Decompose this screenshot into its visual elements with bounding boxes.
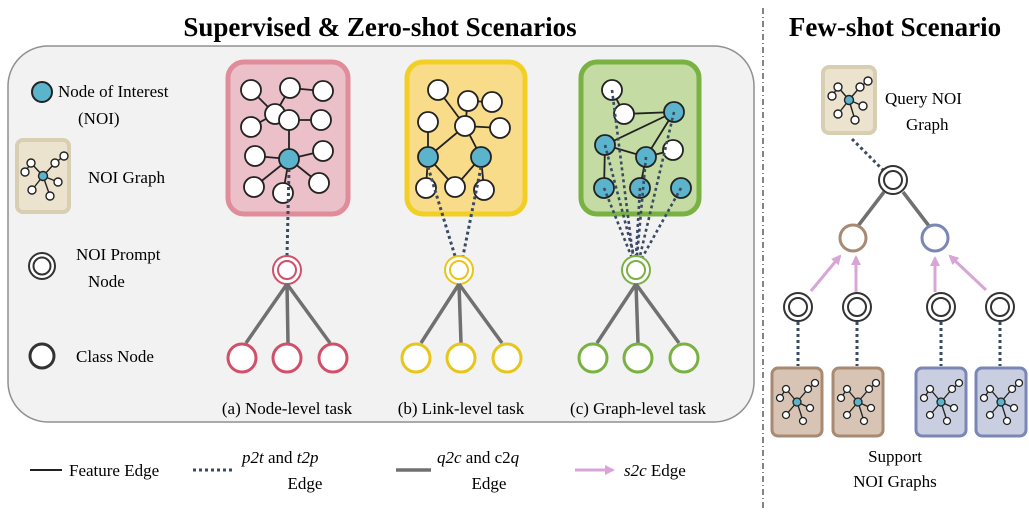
link-task-noi-1 xyxy=(417,146,439,168)
graph-task-class-1 xyxy=(577,342,609,374)
support-prompt-node-3-inner xyxy=(931,297,951,317)
query-label-line2: Graph xyxy=(906,115,949,134)
few-shot-scenario: Query NOI Graph xyxy=(770,65,1028,491)
link-level-task: (b) Link-level task xyxy=(398,59,528,418)
legend-noi-line2: (NOI) xyxy=(78,109,120,128)
c2q-term: q xyxy=(511,448,520,467)
query-graph-icon xyxy=(827,76,873,125)
noi-graph-mini-icon xyxy=(20,151,69,201)
q2c-edge-label: q2c and c2q xyxy=(437,448,520,467)
s2c-edge-label: s2c Edge xyxy=(624,461,686,480)
legend-class-node: Class Node xyxy=(28,342,154,370)
class-node-icon xyxy=(28,342,56,370)
q2c-and: and c2 xyxy=(462,448,511,467)
p2t-and: and xyxy=(264,448,297,467)
graph-task-p2t-edges xyxy=(602,89,683,259)
node-task-class-1 xyxy=(226,342,258,374)
p2t-edge-label: p2t and t2p xyxy=(241,448,319,467)
left-panel xyxy=(7,45,755,423)
link-task-class-2 xyxy=(445,342,477,374)
left-title: Supervised & Zero-shot Scenarios xyxy=(183,12,576,42)
p2t-term: p2t xyxy=(241,448,265,467)
link-task-class-3 xyxy=(491,342,523,374)
support-p2t-edges xyxy=(796,322,1002,366)
support-graph-2 xyxy=(831,366,885,438)
graph-task-prompt-inner xyxy=(626,260,646,280)
node-task-class-3 xyxy=(317,342,349,374)
legend-noi: Node of Interest (NOI) xyxy=(31,81,169,128)
support-prompt-node-1-inner xyxy=(788,297,808,317)
query-prompt-inner xyxy=(883,170,903,190)
link-task-prompt-inner xyxy=(449,260,469,280)
support-prompt-node-4-inner xyxy=(990,297,1010,317)
legend-noi-graph: NOI Graph xyxy=(15,138,165,214)
support-graph-4 xyxy=(974,366,1028,438)
node-task-p2t-edge xyxy=(285,168,291,257)
q2c-edge-left xyxy=(856,190,886,228)
link-task-noi-2 xyxy=(470,146,492,168)
node-task-noi xyxy=(278,148,300,170)
bottom-legend: Feature Edge p2t and t2p Edge q2c and c2… xyxy=(30,448,686,493)
query-p2t-edge xyxy=(850,137,885,172)
graph-task-label: (c) Graph-level task xyxy=(570,399,706,418)
legend-noi-graph-label: NOI Graph xyxy=(88,168,165,187)
graph-level-task: (c) Graph-level task xyxy=(570,59,706,418)
feature-edge-label: Feature Edge xyxy=(69,461,159,480)
graph-task-class-2 xyxy=(622,342,654,374)
node-task-label: (a) Node-level task xyxy=(222,399,353,418)
t2p-term: t2p xyxy=(297,448,319,467)
s2c-arrows xyxy=(809,254,988,292)
support-label-line2: NOI Graphs xyxy=(853,472,937,491)
s2c-edge-word: Edge xyxy=(647,461,686,480)
noi-node-icon xyxy=(31,81,53,103)
support-graph-1 xyxy=(770,366,824,438)
legend-class-label: Class Node xyxy=(76,347,154,366)
legend-prompt-line2: Node xyxy=(88,272,125,291)
graph-task-class-3 xyxy=(668,342,700,374)
legend-prompt-node: NOI Prompt Node xyxy=(28,245,161,291)
support-graph-3 xyxy=(914,366,968,438)
prompt-node-icon-inner xyxy=(32,256,52,276)
legend-prompt-line1: NOI Prompt xyxy=(76,245,161,264)
s2c-term: s2c xyxy=(624,461,647,480)
q2c-term: q2c xyxy=(437,448,462,467)
right-title: Few-shot Scenario xyxy=(789,12,1001,42)
link-task-label: (b) Link-level task xyxy=(398,399,525,418)
node-task-prompt-inner xyxy=(277,260,297,280)
legend-noi-line1: Node of Interest xyxy=(58,82,169,101)
q2c-edge-word: Edge xyxy=(472,474,507,493)
support-prompt-node-2-inner xyxy=(847,297,867,317)
p2t-edge-word: Edge xyxy=(288,474,323,493)
query-label-line1: Query NOI xyxy=(885,89,962,108)
node-task-class-2 xyxy=(271,342,303,374)
support-label-line1: Support xyxy=(868,447,922,466)
q2c-edge-right xyxy=(901,190,931,228)
link-task-class-1 xyxy=(400,342,432,374)
few-shot-class-node-1 xyxy=(838,223,868,253)
node-level-task: (a) Node-level task xyxy=(222,59,353,418)
few-shot-class-node-2 xyxy=(920,223,950,253)
